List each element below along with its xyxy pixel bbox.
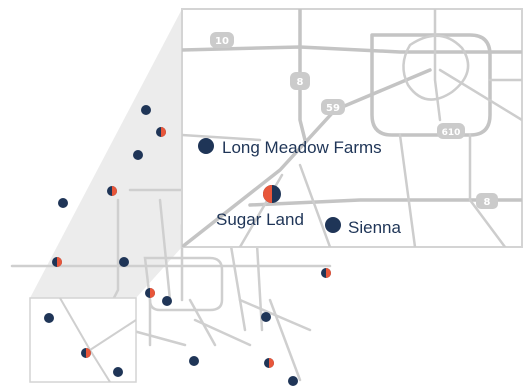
community-marker[interactable]	[52, 257, 62, 267]
inset-roads	[182, 9, 522, 247]
highway-shield-8: 8	[476, 193, 498, 209]
highway-shield-59: 59	[321, 99, 345, 115]
community-marker[interactable]	[44, 313, 54, 323]
highway-shield-10: 10	[210, 32, 234, 48]
label-sugar-land: Sugar Land	[216, 210, 304, 229]
community-marker[interactable]	[264, 358, 274, 368]
community-marker[interactable]	[119, 257, 129, 267]
marker-sugar-land[interactable]: Sugar Land	[216, 185, 304, 229]
community-marker[interactable]	[141, 105, 151, 115]
community-marker[interactable]	[133, 150, 143, 160]
highway-shield-610: 610	[437, 123, 465, 139]
community-marker[interactable]	[288, 376, 298, 386]
locator-roads	[59, 297, 137, 383]
shield-label: 610	[442, 128, 461, 138]
shield-label: 59	[326, 103, 340, 114]
shield-label: 10	[215, 36, 229, 47]
community-marker[interactable]	[261, 312, 271, 322]
community-marker[interactable]	[107, 186, 117, 196]
community-marker[interactable]	[81, 348, 91, 358]
community-marker[interactable]	[162, 296, 172, 306]
community-marker[interactable]	[321, 268, 331, 278]
community-marker[interactable]	[189, 356, 199, 366]
zoom-wedge	[30, 9, 182, 298]
label-sienna: Sienna	[348, 218, 401, 237]
overview-markers	[44, 105, 331, 386]
highway-shield-8: 8	[290, 72, 310, 90]
marker-sienna[interactable]: Sienna	[325, 217, 401, 237]
community-marker[interactable]	[58, 198, 68, 208]
shield-label: 8	[297, 77, 304, 88]
community-marker[interactable]	[145, 288, 155, 298]
community-marker[interactable]	[113, 367, 123, 377]
marker-long-meadow-farms[interactable]: Long Meadow Farms	[198, 138, 382, 157]
label-long-meadow-farms: Long Meadow Farms	[222, 138, 382, 157]
shield-label: 8	[484, 197, 491, 208]
community-marker[interactable]	[156, 127, 166, 137]
